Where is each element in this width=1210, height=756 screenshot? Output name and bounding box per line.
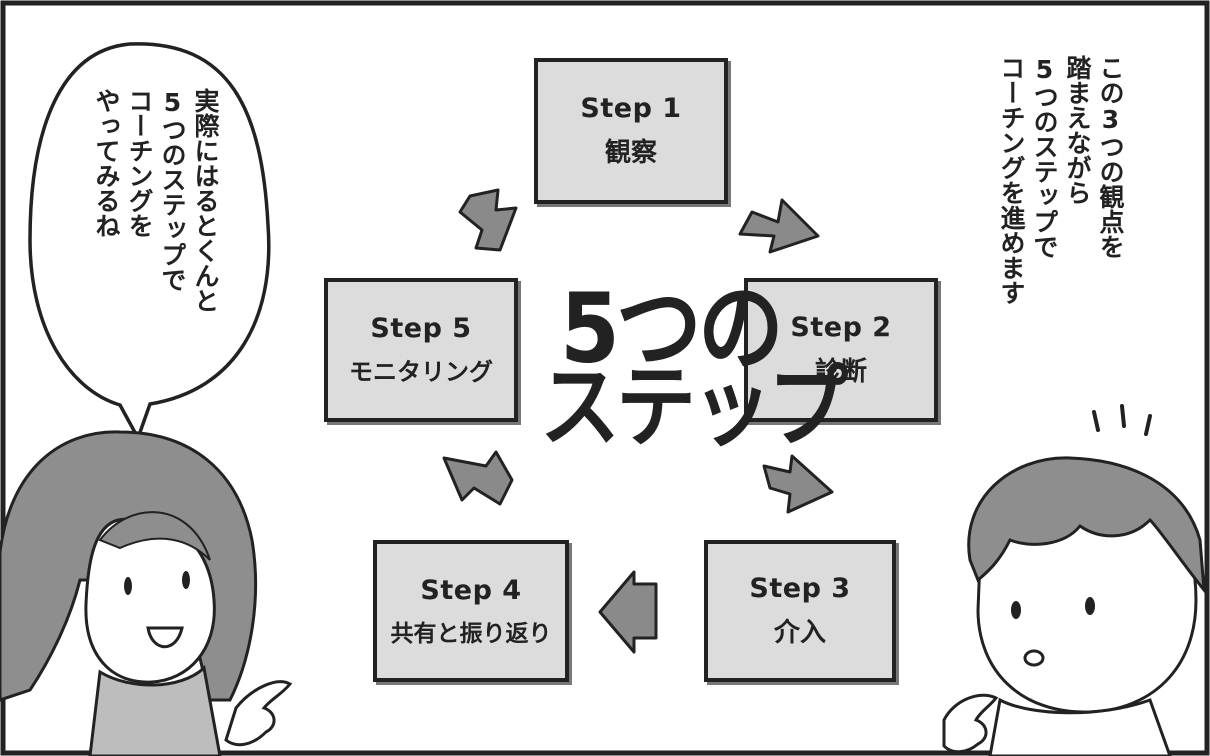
step-1-name: 観察 xyxy=(604,138,657,168)
cycle-arrows xyxy=(442,188,834,654)
step-5-name: モニタリング xyxy=(349,358,493,386)
arrow-step3-to-step4 xyxy=(598,570,658,654)
student-eye-right xyxy=(1085,597,1095,615)
coach-eye-right xyxy=(182,571,190,589)
narration-text: この3つの観点を 踏まえながら 5つのステップで コーチングを進めます xyxy=(995,55,1127,305)
speech-line: 5つのステップで xyxy=(158,88,187,292)
speech-bubble-text: 実際にはるとくんと 5つのステップで コーチングを やってみるね xyxy=(90,88,222,313)
narration-line: この3つの観点を xyxy=(1096,55,1125,259)
student-character-illustration xyxy=(942,404,1206,756)
step-2-name: 診断 xyxy=(814,357,867,387)
student-eye-left xyxy=(1011,601,1021,619)
center-title-line-2: ステップ xyxy=(540,355,848,460)
step-5-box: Step 5 モニタリング xyxy=(324,278,518,422)
narration-line: コーチングを進めます xyxy=(997,55,1026,305)
step-1-box: Step 1 観察 xyxy=(534,58,728,204)
speech-bubble xyxy=(28,42,271,443)
coach-character-illustration xyxy=(0,430,293,756)
step-3-number: Step 3 xyxy=(749,573,851,604)
student-shirt xyxy=(988,697,1172,756)
step-4-box: Step 4 共有と振り返り xyxy=(373,540,569,682)
step-5-number: Step 5 xyxy=(370,313,472,344)
student-hand xyxy=(942,693,999,754)
coach-hand xyxy=(224,680,293,747)
coach-mouth xyxy=(146,626,184,649)
step-4-number: Step 4 xyxy=(420,574,522,606)
narration-line: 踏まえながら xyxy=(1063,55,1092,205)
coach-eye-left xyxy=(124,577,132,595)
speech-line: やってみるね xyxy=(92,88,121,238)
center-title-line-1: 5つの xyxy=(560,273,784,385)
speech-line: 実際にはるとくんと xyxy=(191,88,220,313)
arrow-step5-to-step1 xyxy=(458,188,518,252)
coach-turtleneck xyxy=(88,665,222,756)
arrow-step2-to-step3 xyxy=(762,454,834,514)
student-hair xyxy=(967,456,1206,595)
step-3-box: Step 3 介入 xyxy=(704,540,896,682)
step-4-name: 共有と振り返り xyxy=(390,620,552,647)
step-1-number: Step 1 xyxy=(580,93,682,124)
step-2-box: Step 2 診断 xyxy=(744,278,938,422)
surprise-marks xyxy=(1092,404,1152,436)
step-2-number: Step 2 xyxy=(790,312,892,343)
student-mouth xyxy=(1023,649,1045,667)
coach-bangs xyxy=(98,511,211,561)
arrow-step4-to-step5 xyxy=(442,450,514,506)
arrow-step1-to-step2 xyxy=(738,198,820,254)
speech-line: コーチングを xyxy=(125,88,154,238)
narration-line: 5つのステップで xyxy=(1030,55,1059,259)
step-3-name: 介入 xyxy=(773,618,826,648)
